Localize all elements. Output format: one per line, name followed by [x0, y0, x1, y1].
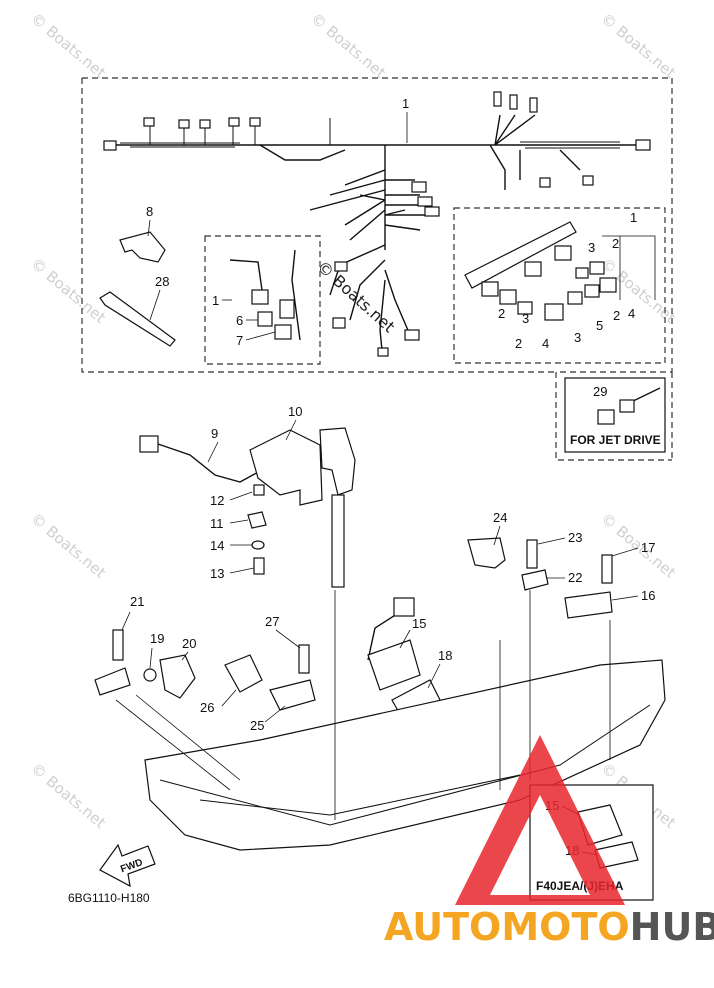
- callout-9: 9: [211, 426, 218, 441]
- callout-21: 21: [130, 594, 144, 609]
- callout-2: 2: [612, 236, 619, 251]
- watermark: © Boats.net: [27, 9, 109, 82]
- jet-drive-inset: 29 FOR JET DRIVE: [564, 377, 666, 453]
- callout-7: 7: [236, 333, 243, 348]
- logo-part1: AUTOMOTO: [384, 905, 630, 949]
- callout-10: 10: [288, 404, 302, 419]
- sensor-bracket-assembly: 9 10 12 11 14 13: [139, 404, 356, 588]
- callout-19: 19: [150, 631, 164, 646]
- left-mid-parts: 21 19 20 27 26 25: [94, 594, 316, 733]
- watermark: © Boats.net: [597, 9, 679, 82]
- callout-17: 17: [641, 540, 655, 555]
- callout-2: 2: [613, 308, 620, 323]
- subharness-inset: 1 6 7: [204, 235, 321, 365]
- fwd-arrow: FWD: [99, 843, 156, 888]
- jet-drive-label: FOR JET DRIVE: [570, 433, 661, 447]
- callout-3: 3: [588, 240, 595, 255]
- watermark: © Boats.net: [307, 9, 389, 82]
- callout-3: 3: [522, 311, 529, 326]
- callout-4: 4: [542, 336, 549, 351]
- automotohub-logo: AUTOMOTOHUB: [384, 735, 714, 949]
- callout-28: 28: [155, 274, 169, 289]
- callout-12: 12: [210, 493, 224, 508]
- logo-part2: HUB: [630, 905, 714, 949]
- wiring-harness: 1: [103, 91, 651, 357]
- callout-5: 5: [596, 318, 603, 333]
- callout-29: 29: [593, 384, 607, 399]
- harness-group-outline: [81, 77, 673, 461]
- connector-inset: 1 2 3 4 5 2 3 4 2 2 3: [453, 207, 666, 364]
- lower-cowling: [115, 590, 666, 851]
- callout-23: 23: [568, 530, 582, 545]
- callout-4: 4: [628, 306, 635, 321]
- watermark: © Boats.net: [27, 759, 109, 832]
- callout-15: 15: [412, 616, 426, 631]
- callout-16: 16: [641, 588, 655, 603]
- callout-20: 20: [182, 636, 196, 651]
- callout-1: 1: [402, 96, 409, 111]
- center-watermark: © Boats.net: [313, 257, 398, 336]
- callout-26: 26: [200, 700, 214, 715]
- callout-13: 13: [210, 566, 224, 581]
- callout-2: 2: [515, 336, 522, 351]
- right-mid-parts: 24 23 22 17 16 15 18: [367, 510, 655, 719]
- callout-18: 18: [438, 648, 452, 663]
- logo-text: AUTOMOTOHUB: [384, 905, 714, 949]
- logo-triangle: [455, 735, 625, 905]
- callout-14: 14: [210, 538, 224, 553]
- callout-3: 3: [574, 330, 581, 345]
- callout-1b: 1: [212, 293, 219, 308]
- tie-strap: 28: [99, 274, 176, 347]
- watermark: © Boats.net: [27, 254, 109, 327]
- clip: 8: [119, 204, 166, 263]
- callout-8: 8: [146, 204, 153, 219]
- callout-6: 6: [236, 313, 243, 328]
- callout-25: 25: [250, 718, 264, 733]
- callout-27: 27: [265, 614, 279, 629]
- callout-2: 2: [498, 306, 505, 321]
- callout-24: 24: [493, 510, 507, 525]
- watermark: © Boats.net: [27, 509, 109, 582]
- callout-11: 11: [210, 516, 224, 531]
- callout-22: 22: [568, 570, 582, 585]
- callout-1c: 1: [630, 210, 637, 225]
- diagram-code: 6BG1110-H180: [68, 891, 150, 905]
